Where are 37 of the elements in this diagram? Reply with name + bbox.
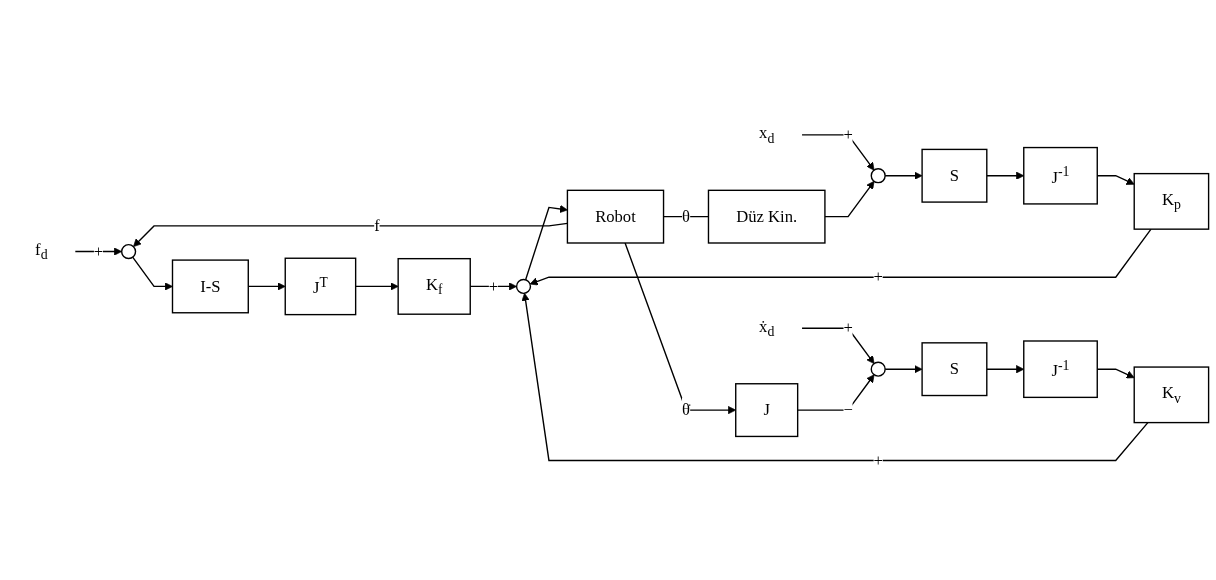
arrow (884, 365, 923, 374)
edge-label: f (374, 216, 380, 235)
node-box: K$_{p}$ (1133, 172, 1210, 230)
edge-label: + (873, 450, 883, 470)
node-circle (870, 168, 886, 184)
arrow (132, 256, 173, 291)
node-box: I-S (171, 259, 249, 314)
node-circle (870, 361, 886, 377)
arrow (824, 180, 875, 218)
arrow (524, 204, 568, 281)
node-box: S (921, 342, 988, 397)
edge-label: + (843, 318, 853, 338)
node-text: ẋ$_{d}$ (759, 317, 775, 339)
arrow (801, 134, 875, 171)
arrow (884, 171, 923, 180)
edge-label: + (93, 241, 104, 261)
node-box: J$^{-1}$ (1023, 340, 1098, 399)
node-circle (120, 243, 137, 260)
node-box: K$_{v}$ (1133, 366, 1210, 424)
node-box: J$^{T}$ (284, 257, 357, 316)
edge-label: + (873, 267, 883, 286)
node-box: Düz Kin. (707, 189, 826, 244)
arrow (801, 327, 875, 364)
edge-label: θ̇ (682, 400, 690, 419)
node-box: J (735, 383, 799, 438)
edge-label: θ (682, 206, 690, 226)
node-text: x$_{d}$ (759, 123, 775, 146)
edge-label: + (843, 125, 853, 144)
node-text: f$_{d}$ (35, 240, 48, 263)
node-box: K$_{f}$ (397, 257, 471, 315)
node-box: S (921, 148, 988, 203)
edge-label: + (488, 276, 499, 296)
node-box: J$^{-1}$ (1023, 146, 1098, 205)
arrow (521, 292, 1149, 462)
edge-label: − (843, 400, 853, 419)
node-box: Robot (566, 189, 665, 244)
node-circle (515, 278, 532, 295)
